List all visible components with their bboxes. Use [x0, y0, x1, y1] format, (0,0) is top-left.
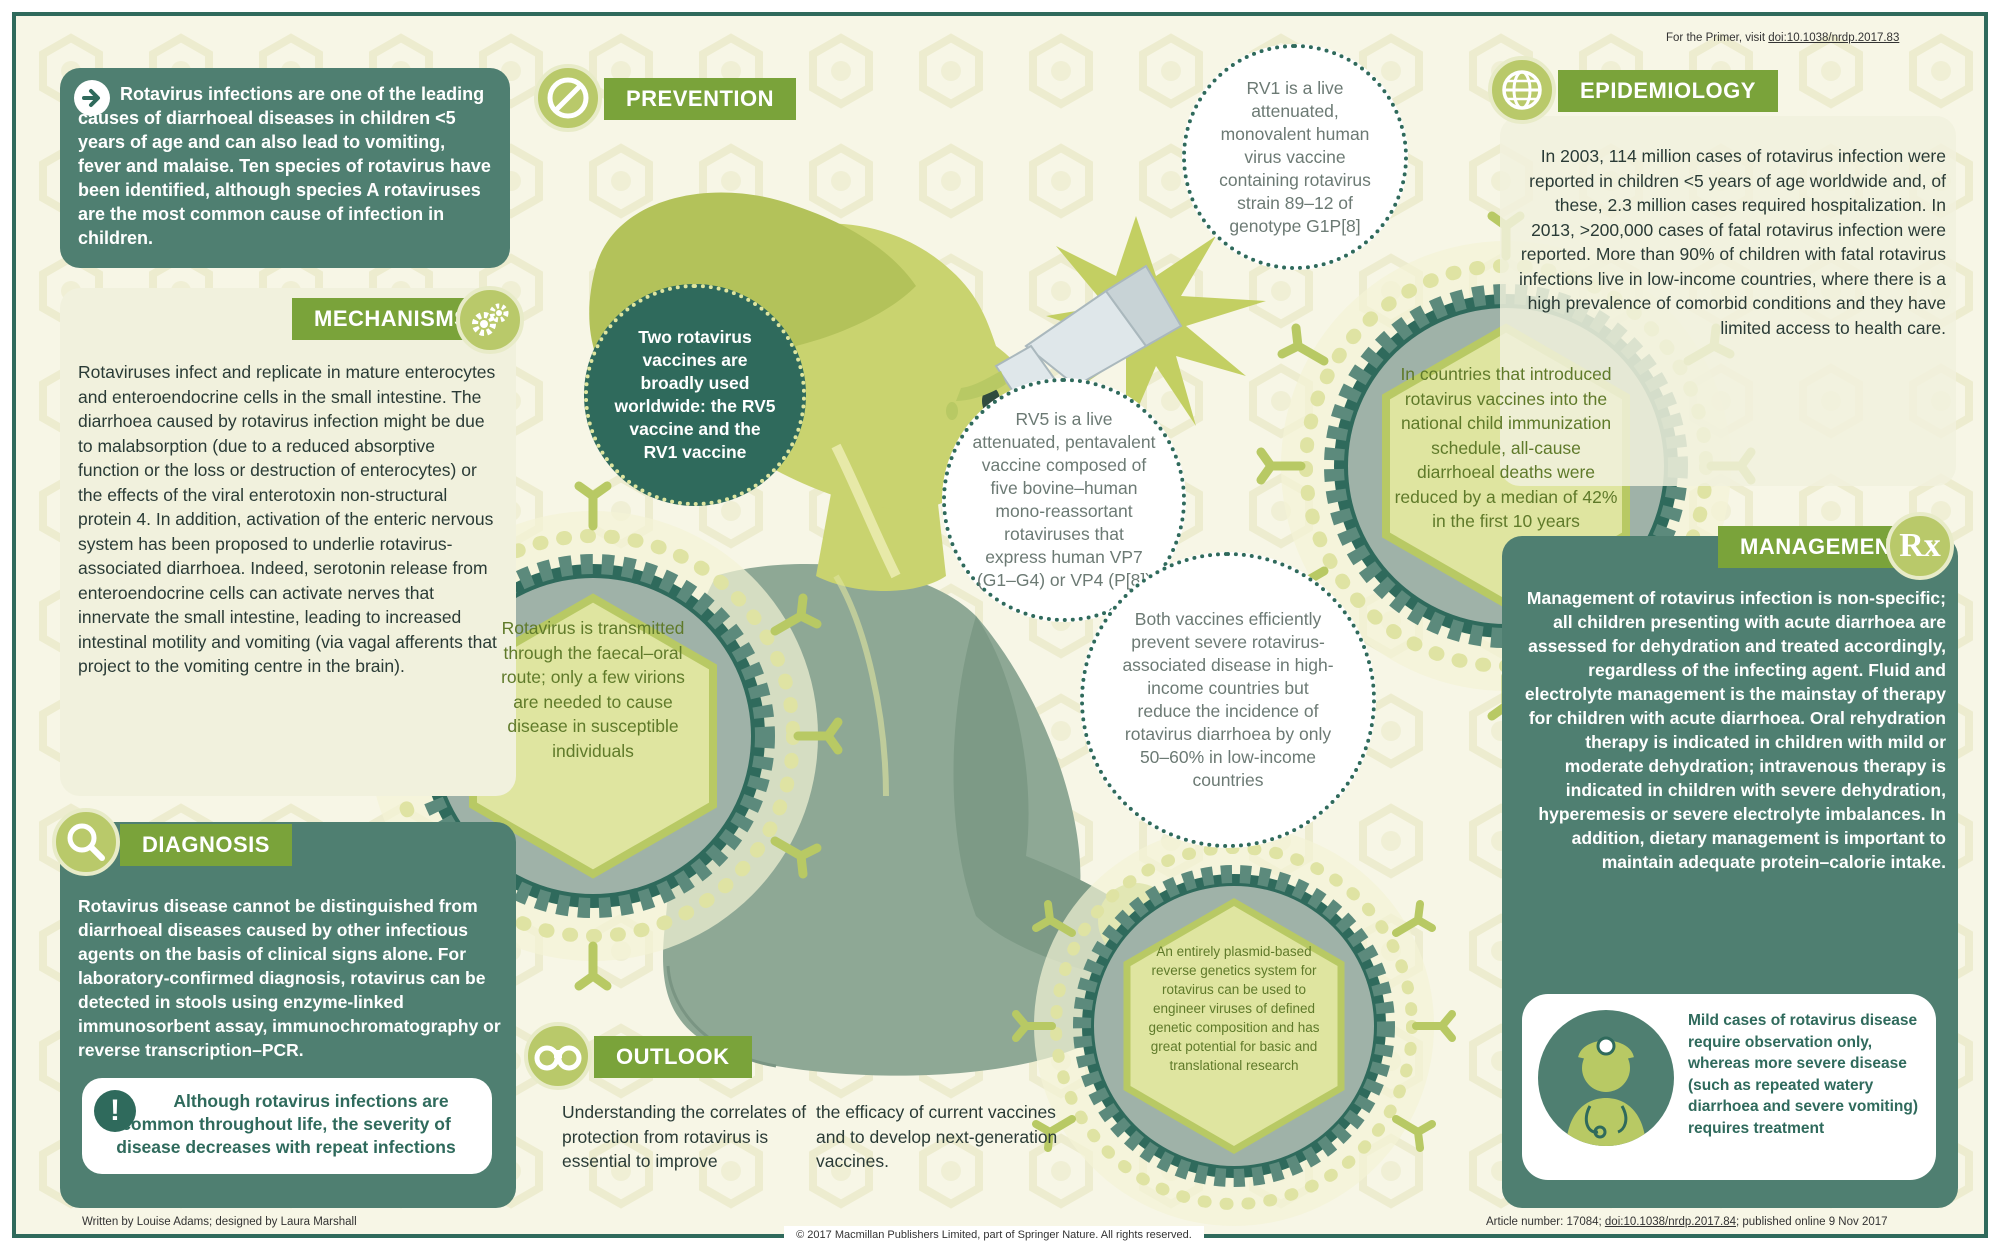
- intro-panel: Rotavirus infections are one of the lead…: [60, 68, 510, 268]
- diagnosis-text: Rotavirus disease cannot be distinguishe…: [78, 896, 501, 1060]
- vaccine-dropper: [946, 216, 1266, 436]
- outlook-col2: the efficacy of current vaccines and to …: [816, 1102, 1058, 1171]
- credits: Written by Louise Adams; designed by Lau…: [82, 1216, 357, 1228]
- infographic-frame: For the Primer, visit doi:10.1038/nrdp.2…: [12, 12, 1988, 1238]
- diagnosis-label: DIAGNOSIS: [120, 824, 292, 866]
- mechanisms-virus-text: Rotavirus is transmitted through the fae…: [501, 618, 685, 761]
- copyright: © 2017 Macmillan Publishers Limited, par…: [784, 1226, 1204, 1244]
- epidemiology-virus-text: In countries that introduced rotavirus v…: [1394, 364, 1618, 531]
- epidemiology-panel: [1500, 116, 1956, 486]
- prohibited-icon: [534, 64, 602, 132]
- arrow-right-icon: [74, 80, 110, 116]
- exclamation-icon: !: [94, 1090, 136, 1132]
- rv1-circle: RV1 is a live attenuated, monovalent hum…: [1182, 44, 1408, 270]
- intro-text: Rotavirus infections are one of the lead…: [78, 84, 491, 248]
- rx-icon: Rx: [1886, 512, 1954, 580]
- binoculars-icon: [524, 1022, 592, 1090]
- management-text: Management of rotavirus infection is non…: [1524, 588, 1946, 872]
- globe-icon: [1488, 56, 1556, 124]
- both-vaccines-circle: Both vaccines efficiently prevent severe…: [1080, 552, 1376, 848]
- virus-particle-outlook: [1012, 800, 1456, 1226]
- outlook-col1: Understanding the correlates of protecti…: [562, 1102, 807, 1171]
- mechanisms-text: Rotaviruses infect and replicate in matu…: [78, 362, 497, 676]
- outlook-virus-text: An entirely plasmid-based reverse geneti…: [1148, 944, 1320, 1073]
- primer-note: For the Primer, visit doi:10.1038/nrdp.2…: [1666, 32, 1900, 44]
- primer-link[interactable]: doi:10.1038/nrdp.2017.83: [1768, 32, 1900, 44]
- management-callout-text: Mild cases of rotavirus disease require …: [1688, 1012, 1918, 1137]
- magnifier-icon: [52, 808, 120, 876]
- diagnosis-callout: ! Although rotavirus infections are comm…: [82, 1078, 492, 1174]
- article-info: Article number: 17084; doi:10.1038/nrdp.…: [1486, 1216, 1888, 1228]
- gears-icon: [456, 286, 524, 354]
- prevention-label: PREVENTION: [604, 78, 797, 120]
- doctor-icon: [1538, 1010, 1674, 1146]
- mechanisms-panel: [60, 288, 516, 796]
- management-callout: Mild cases of rotavirus disease require …: [1522, 994, 1936, 1180]
- vaccines-bubble: Two rotavirus vaccines are broadly used …: [584, 284, 806, 506]
- epidemiology-text: In 2003, 114 million cases of rotavirus …: [1519, 146, 1946, 338]
- outlook-label: OUTLOOK: [594, 1036, 752, 1078]
- diagnosis-callout-text: Although rotavirus infections are common…: [116, 1091, 456, 1157]
- epidemiology-label: EPIDEMIOLOGY: [1558, 70, 1778, 112]
- article-link[interactable]: doi:10.1038/nrdp.2017.84: [1604, 1216, 1736, 1228]
